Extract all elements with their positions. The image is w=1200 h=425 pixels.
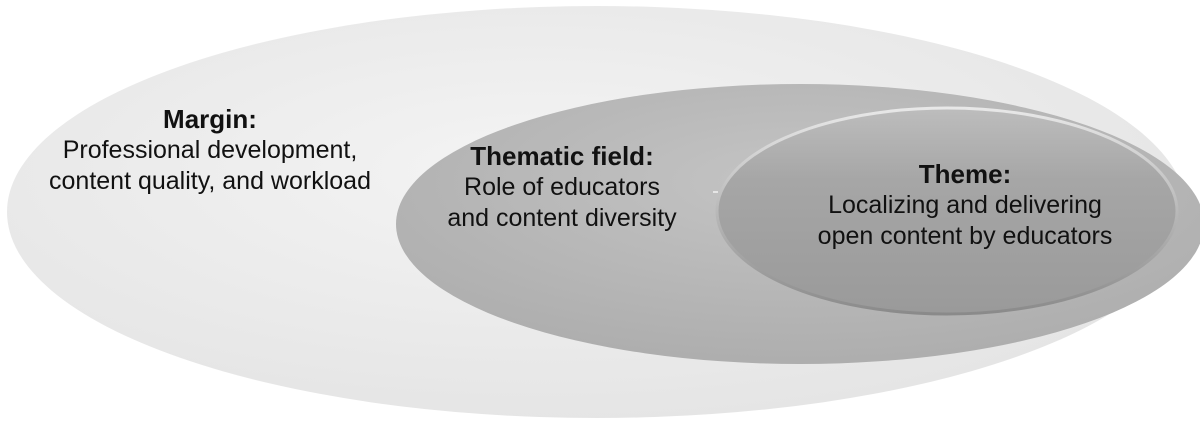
theme-line-2: open content by educators xyxy=(817,222,1113,251)
thematic-field-line-2: and content diversity xyxy=(447,204,677,233)
thematic-field-label: Thematic field: Role of educators and co… xyxy=(412,140,712,234)
margin-line-1: Professional development, xyxy=(62,136,358,165)
thematic-field-line-1: Role of educators xyxy=(464,173,660,202)
thematic-field-heading: Thematic field: xyxy=(470,141,654,171)
margin-line-2: content quality, and workload xyxy=(49,167,371,196)
theme-heading: Theme: xyxy=(918,159,1012,189)
margin-label: Margin: Professional development, conten… xyxy=(10,103,410,197)
divider-mark xyxy=(713,191,718,193)
theme-line-1: Localizing and delivering xyxy=(828,191,1102,220)
inner-ellipse-theme xyxy=(715,106,1179,316)
margin-heading: Margin: xyxy=(163,104,257,134)
theme-label: Theme: Localizing and delivering open co… xyxy=(770,158,1160,252)
